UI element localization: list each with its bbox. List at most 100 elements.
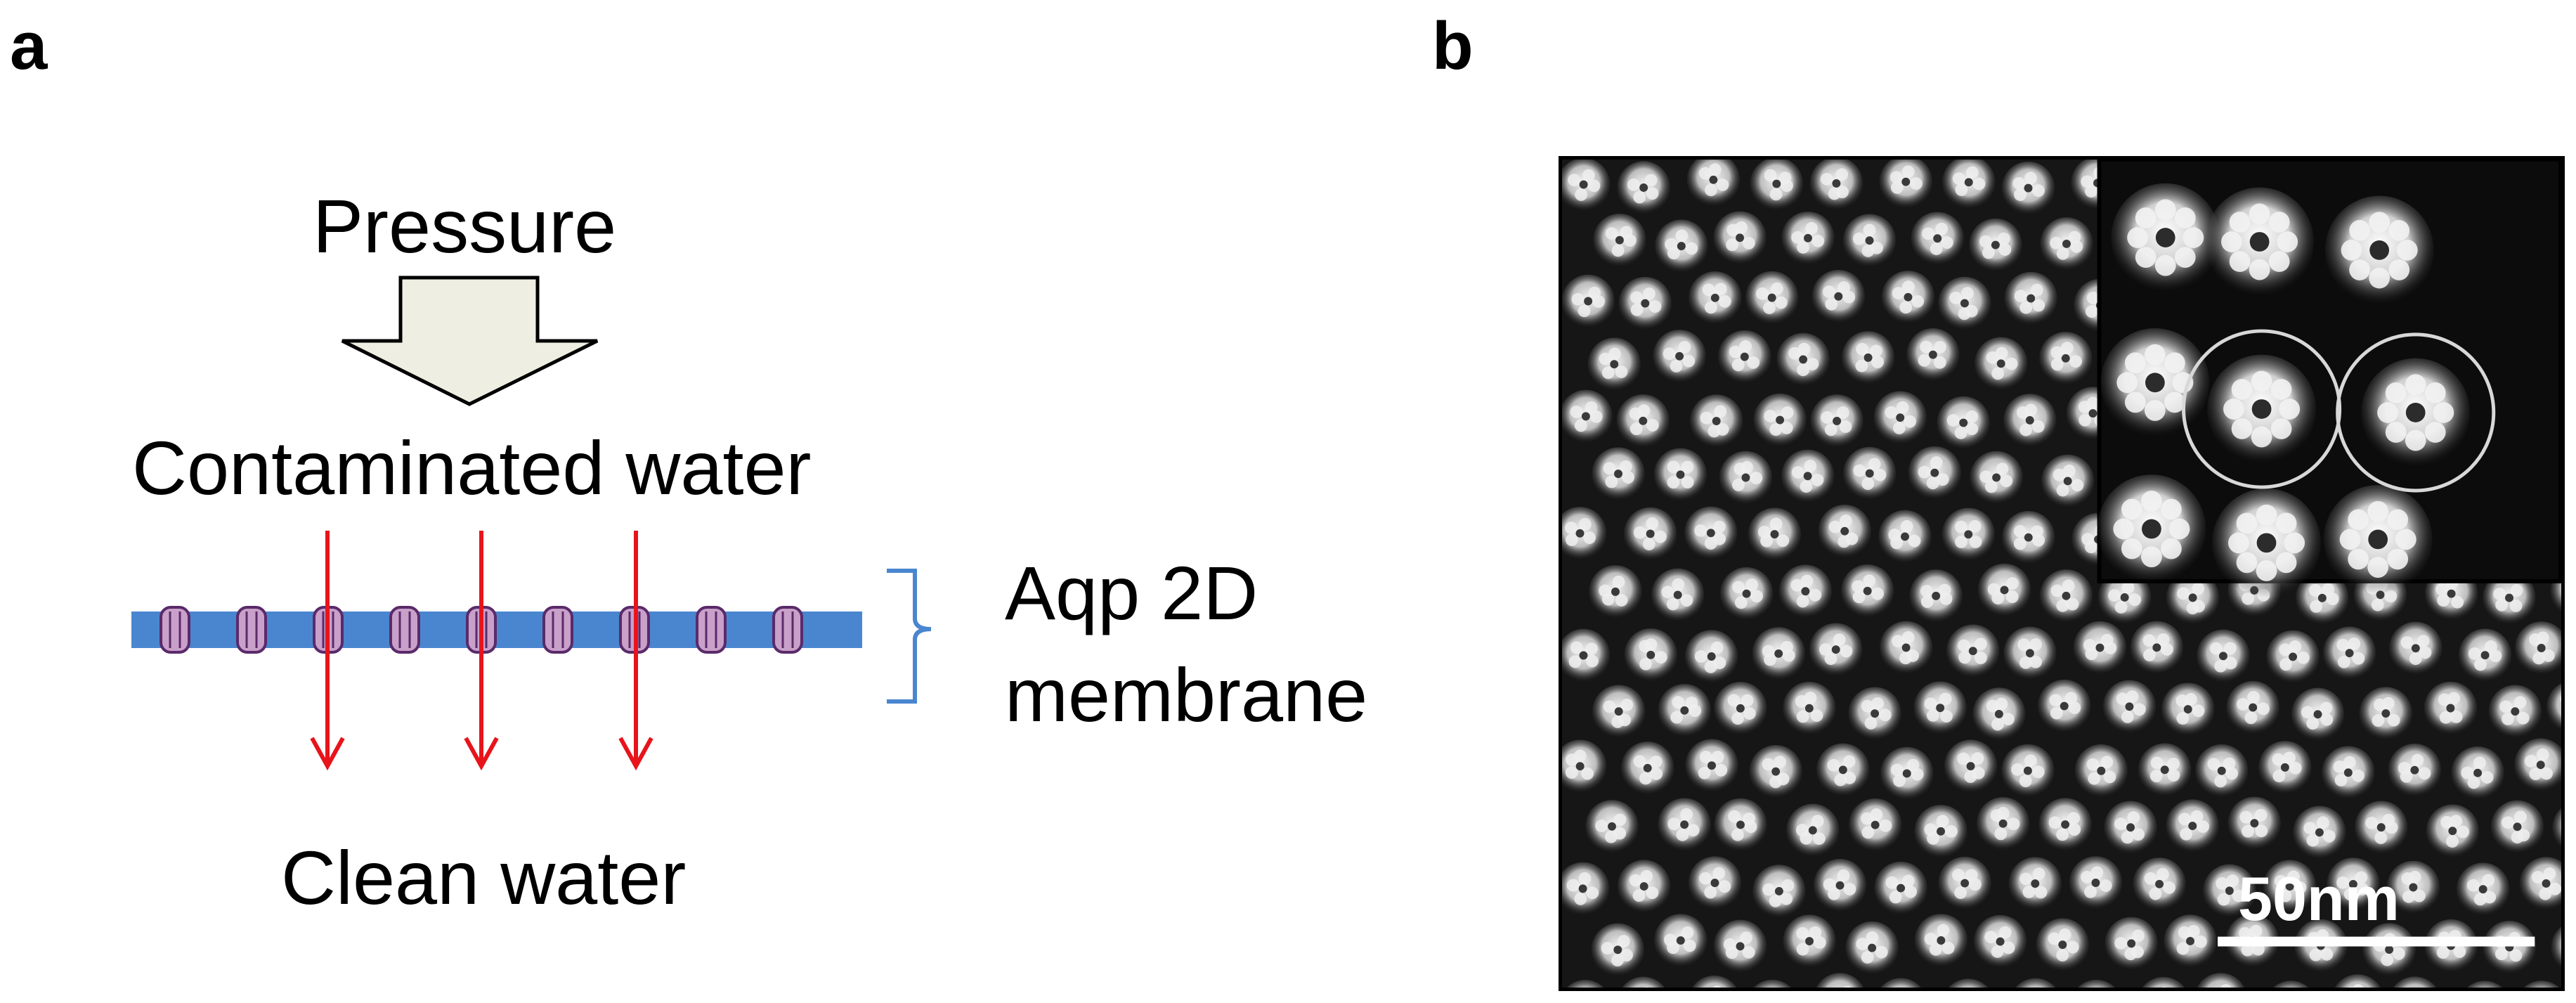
- tetramer-particle: [2166, 799, 2219, 853]
- micrograph-image: [1562, 160, 2561, 988]
- tetramer-particle: [1938, 276, 1991, 330]
- tetramer-particle: [2359, 687, 2413, 740]
- tetramer-particle: [1942, 160, 1996, 209]
- tetramer-particle: [1972, 687, 2026, 741]
- membrane-label-line2: membrane: [1005, 652, 1368, 737]
- tetramer-particle: [2041, 454, 2095, 508]
- tetramer-particle: [2393, 976, 2437, 988]
- tetramer-particle: [1621, 742, 1674, 795]
- tetramer-particle: [1617, 860, 1671, 913]
- tetramer-particle: [1783, 914, 1836, 968]
- tetramer-particle: [2001, 744, 2055, 798]
- tetramer-particle: [1914, 805, 1967, 858]
- tetramer-particle: [2327, 858, 2380, 911]
- tetramer-particle: [1713, 211, 1767, 265]
- tetramer-particle: [1745, 271, 1799, 325]
- inset-highlight-circle-2: [2336, 332, 2496, 493]
- tetramer-particle: [1783, 682, 1836, 735]
- tetramer-particle: [1969, 218, 2022, 272]
- tetramer-particle: [1719, 451, 1773, 505]
- tetramer-particle: [1849, 798, 1902, 852]
- tetramer-particle: [1622, 976, 1665, 988]
- tetramer-particle: [1874, 861, 1927, 915]
- tetramer-particle: [1816, 743, 1870, 796]
- tetramer-particle: [1714, 798, 1767, 852]
- tetramer-particle: [1748, 507, 1802, 561]
- tetramer-particle: [1843, 446, 1897, 500]
- tetramer-particle: [1841, 331, 1895, 384]
- tetramer-particle: [1781, 212, 1835, 265]
- tetramer-particle: [1944, 739, 1998, 793]
- tetramer-particle: [1753, 393, 1807, 447]
- tetramer-particle: [1562, 507, 1607, 560]
- tetramer-particle: [2036, 918, 2089, 971]
- tetramer-particle: [1753, 979, 1791, 988]
- aquaporin-channel: [542, 606, 573, 654]
- tetramer-particle: [2133, 858, 2186, 911]
- tetramer-particle: [2003, 626, 2057, 680]
- tetramer-particle: [1977, 563, 2031, 617]
- inset-tetramer: [2097, 474, 2206, 583]
- tetramer-particle: [2142, 976, 2185, 988]
- scale-bar-label: 50nm: [2238, 864, 2400, 933]
- tetramer-particle: [2197, 973, 2245, 988]
- tetramer-particle: [2386, 860, 2440, 914]
- tetramer-particle: [1946, 624, 2000, 678]
- tetramer-particle: [2161, 682, 2215, 736]
- tetramer-particle: [2015, 978, 2056, 988]
- aquaporin-channel: [772, 606, 803, 654]
- tetramer-particle: [2456, 862, 2510, 916]
- inset-tetramer: [2100, 328, 2210, 437]
- tetramer-particle: [1811, 270, 1866, 323]
- tetramer-particle: [1941, 507, 1995, 561]
- tetramer-particle: [1911, 212, 1964, 265]
- tetramer-particle: [2483, 920, 2536, 974]
- tetramer-particle: [1689, 271, 1742, 325]
- tetramer-particle: [2514, 738, 2561, 791]
- tetramer-particle: [1810, 394, 1863, 448]
- tetramer-particle: [1714, 682, 1767, 735]
- tetramer-particle: [1750, 160, 1803, 211]
- tetramer-particle: [1685, 739, 1738, 792]
- contaminated-water-label: Contaminated water: [132, 425, 812, 510]
- tetramer-particle: [1562, 862, 1610, 916]
- tetramer-particle: [2138, 743, 2192, 796]
- tetramer-particle: [2322, 626, 2376, 680]
- tetramer-particle: [2074, 744, 2128, 798]
- tetramer-particle: [1776, 332, 1830, 387]
- tetramer-particle: [1617, 161, 1670, 214]
- tetramer-particle: [2322, 746, 2375, 799]
- tetramer-particle: [1592, 447, 1645, 500]
- tetramer-particle: [1913, 681, 1967, 735]
- tetramer-particle: [2002, 510, 2055, 564]
- inset-tetramer: [2324, 195, 2434, 305]
- tetramer-particle: [1684, 630, 1738, 683]
- tetramer-particle: [1658, 798, 1711, 851]
- tetramer-particle: [1841, 564, 1894, 618]
- tetramer-particle: [2039, 569, 2093, 623]
- inset-tetramer: [2205, 187, 2314, 297]
- panel-a-label: a: [10, 8, 48, 84]
- clean-water-label: Clean water: [281, 835, 687, 920]
- tetramer-particle: [2038, 679, 2091, 733]
- tetramer-particle: [1786, 803, 1840, 858]
- tetramer-particle: [2424, 681, 2478, 735]
- flow-arrow: [310, 531, 345, 771]
- tetramer-particle: [2426, 804, 2479, 858]
- tetramer-particle: [1651, 568, 1705, 622]
- tetramer-particle: [2077, 980, 2115, 988]
- water-flow-arrows: [310, 531, 653, 771]
- panel-b-label: b: [1432, 8, 1474, 84]
- afm-micrograph: [1559, 156, 2565, 991]
- aquaporin-channel: [236, 606, 267, 654]
- tetramer-particle: [2003, 394, 2057, 447]
- tetramer-particle: [2515, 621, 2561, 675]
- tetramer-particle: [1778, 564, 1833, 618]
- tetramer-particle: [2296, 571, 2349, 625]
- tetramer-particle: [1618, 276, 1672, 330]
- tetramer-particle: [1562, 389, 1613, 444]
- tetramer-particle: [1562, 160, 1611, 212]
- flow-arrow: [618, 531, 653, 771]
- inset-tetramers: [2097, 183, 2471, 597]
- tetramer-particle: [1587, 337, 1641, 391]
